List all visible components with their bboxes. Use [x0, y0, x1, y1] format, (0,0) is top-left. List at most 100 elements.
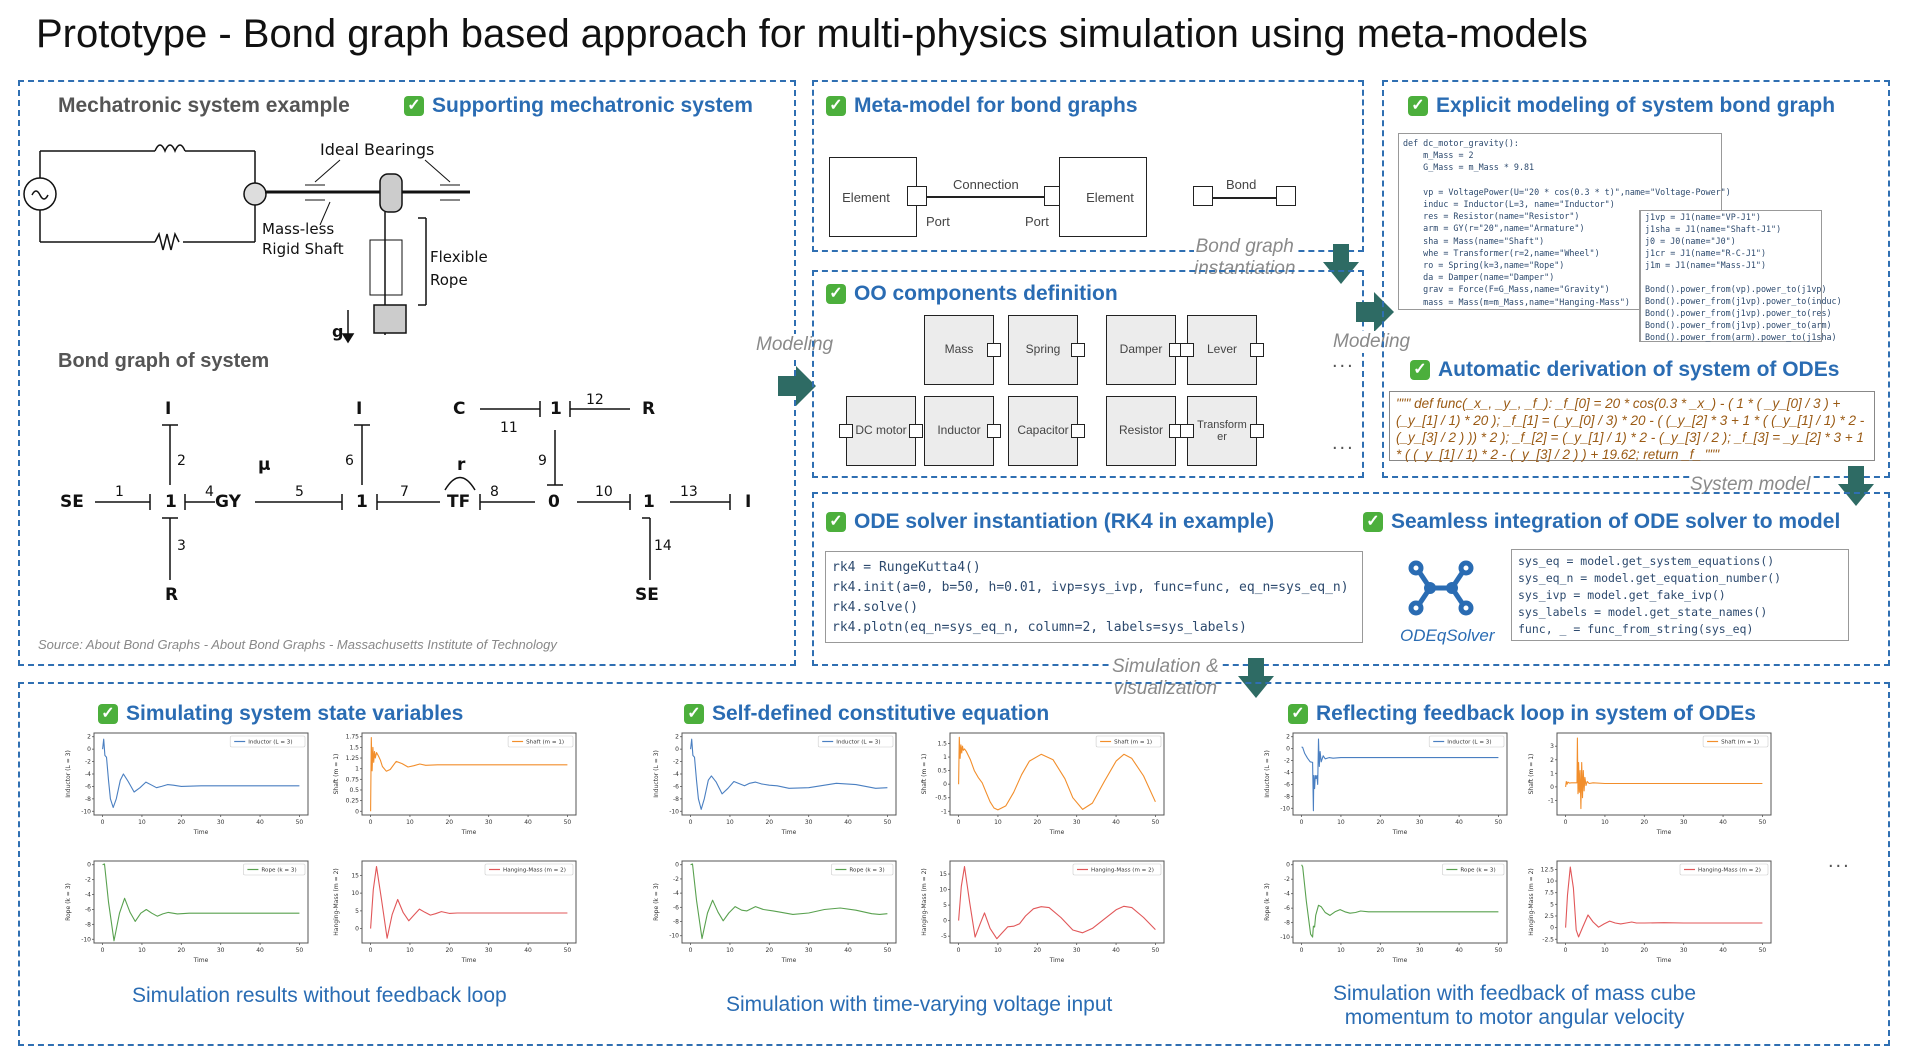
oo-components-panel	[812, 270, 1364, 478]
legend-label: Rope (k = 3)	[1460, 868, 1495, 874]
y-tick-label: -10	[81, 808, 91, 815]
legend-box	[484, 863, 574, 876]
legend-box	[1428, 735, 1505, 748]
x-tick-label: 0	[689, 819, 693, 826]
y-tick-label: -2	[673, 876, 679, 883]
x-tick-label: 10	[994, 819, 1002, 826]
mu-label: μ	[258, 455, 271, 475]
caption-feedback: Simulation with feedback of mass cube mo…	[1333, 982, 1697, 1030]
x-tick-label: 40	[1112, 819, 1120, 826]
legend-box	[1679, 863, 1769, 876]
x-axis-label: Time	[781, 829, 797, 836]
x-tick-label: 40	[1455, 947, 1463, 954]
series-line	[102, 863, 300, 942]
code-line: j1m = J1(name="Mass-J1")	[1645, 260, 1767, 270]
element-box-left: Element	[829, 157, 917, 237]
y-tick-label: -4	[673, 771, 679, 778]
y-tick-label: 7.5	[1544, 890, 1554, 897]
y-tick-label: 1.75	[346, 734, 360, 741]
component-mass: Mass	[924, 315, 994, 385]
code-line	[1645, 271, 1817, 283]
node-i-top-b: I	[356, 399, 362, 419]
node-se: SE	[60, 492, 84, 512]
svg-text:3: 3	[177, 538, 186, 554]
x-tick-label: 40	[256, 819, 264, 826]
more-components-bottom: ...	[1332, 432, 1355, 454]
heading-text: ODE solver instantiation (RK4 in example…	[854, 510, 1275, 533]
y-tick-label: 0	[1286, 862, 1290, 869]
bond-graph-heading: Bond graph of system	[58, 350, 270, 372]
legend-label: Hanging-Mass (m = 2)	[1091, 868, 1154, 874]
code-line: Bond().power_from(vp).power_to(j1vp)	[1645, 284, 1827, 294]
y-axis-label: Shaft (m = 1)	[333, 754, 340, 795]
legend-label: Rope (k = 3)	[261, 868, 296, 874]
code-line: grav = Force(F=G_Mass,name="Gravity")	[1403, 284, 1610, 295]
y-tick-label: 5	[355, 908, 359, 915]
x-tick-label: 50	[564, 947, 572, 954]
y-tick-label: 5	[943, 902, 947, 909]
x-tick-label: 50	[296, 819, 304, 826]
x-tick-label: 0	[101, 947, 105, 954]
odeqsolver-logo-icon	[1408, 560, 1474, 616]
plot-frame	[1556, 860, 1772, 944]
x-tick-label: 20	[1640, 819, 1648, 826]
y-axis-label: Inductor (L = 3)	[1264, 750, 1271, 798]
node-i-right: I	[745, 492, 751, 512]
x-tick-label: 0	[369, 819, 373, 826]
system-model-label: System model	[1690, 474, 1811, 496]
check-icon: ✓	[826, 284, 846, 304]
mechatronic-example-heading: Mechatronic system example	[58, 94, 350, 117]
legend-label: Inductor (L = 3)	[836, 740, 880, 746]
legend-label: Hanging-Mass (m = 2)	[1698, 868, 1761, 874]
svg-text:10: 10	[595, 484, 613, 500]
series-line	[958, 736, 1156, 811]
x-tick-label: 40	[524, 819, 532, 826]
code-line: def dc_motor_gravity():	[1403, 138, 1519, 148]
flexible-label: Flexible	[430, 248, 488, 266]
y-tick-label: 2	[1286, 734, 1290, 741]
y-tick-label: -4	[85, 771, 91, 778]
x-tick-label: 10	[138, 947, 146, 954]
x-tick-label: 50	[884, 819, 892, 826]
component-port	[1250, 424, 1264, 438]
component-port	[1071, 343, 1085, 357]
x-tick-label: 30	[805, 947, 813, 954]
heading-text: Supporting mechatronic system	[432, 94, 753, 117]
node-c: C	[453, 399, 465, 419]
svg-text:5: 5	[295, 484, 304, 500]
code-line: vp = VoltagePower(U="20 * cos(0.3 * t)",…	[1403, 186, 1731, 197]
x-tick-label: 30	[217, 819, 225, 826]
bond-graph-instantiation-label: Bond graph instantiation	[1194, 236, 1296, 280]
y-tick-label: 0.5	[937, 768, 947, 775]
node-0: 0	[548, 492, 560, 512]
x-tick-label: 50	[1495, 947, 1503, 954]
legend-box	[507, 735, 574, 748]
heading-text: Meta-model for bond graphs	[854, 94, 1138, 117]
y-tick-label: -8	[673, 796, 679, 803]
x-tick-label: 10	[726, 947, 734, 954]
port-right-label: Port	[1025, 214, 1049, 229]
component-inductor: Inductor	[924, 396, 994, 466]
node-1-b: 1	[356, 492, 368, 512]
x-tick-label: 0	[957, 819, 961, 826]
y-tick-label: -0.5	[935, 795, 947, 802]
legend-label: Rope (k = 3)	[849, 868, 884, 874]
bond-graph-diagram: SE 1 GY 1 TF 0 1 I I R I C 1 R SE μ r 12…	[60, 392, 751, 605]
heading-text: Reflecting feedback loop in system of OD…	[1316, 702, 1756, 725]
y-tick-label: -2	[1284, 876, 1290, 883]
legend-box	[1095, 735, 1162, 748]
port-left-label: Port	[926, 214, 950, 229]
y-tick-label: 10	[351, 890, 359, 897]
x-axis-label: Time	[193, 957, 209, 964]
code-line: G_Mass = m_Mass * 9.81	[1403, 162, 1535, 173]
y-tick-label: -10	[669, 933, 679, 940]
gravity-label: g	[332, 322, 343, 341]
legend-box	[1442, 863, 1505, 876]
y-tick-label: 12.5	[1541, 866, 1555, 873]
code-line: Bond().power_from(j1vp).power_to(res)	[1645, 308, 1832, 318]
